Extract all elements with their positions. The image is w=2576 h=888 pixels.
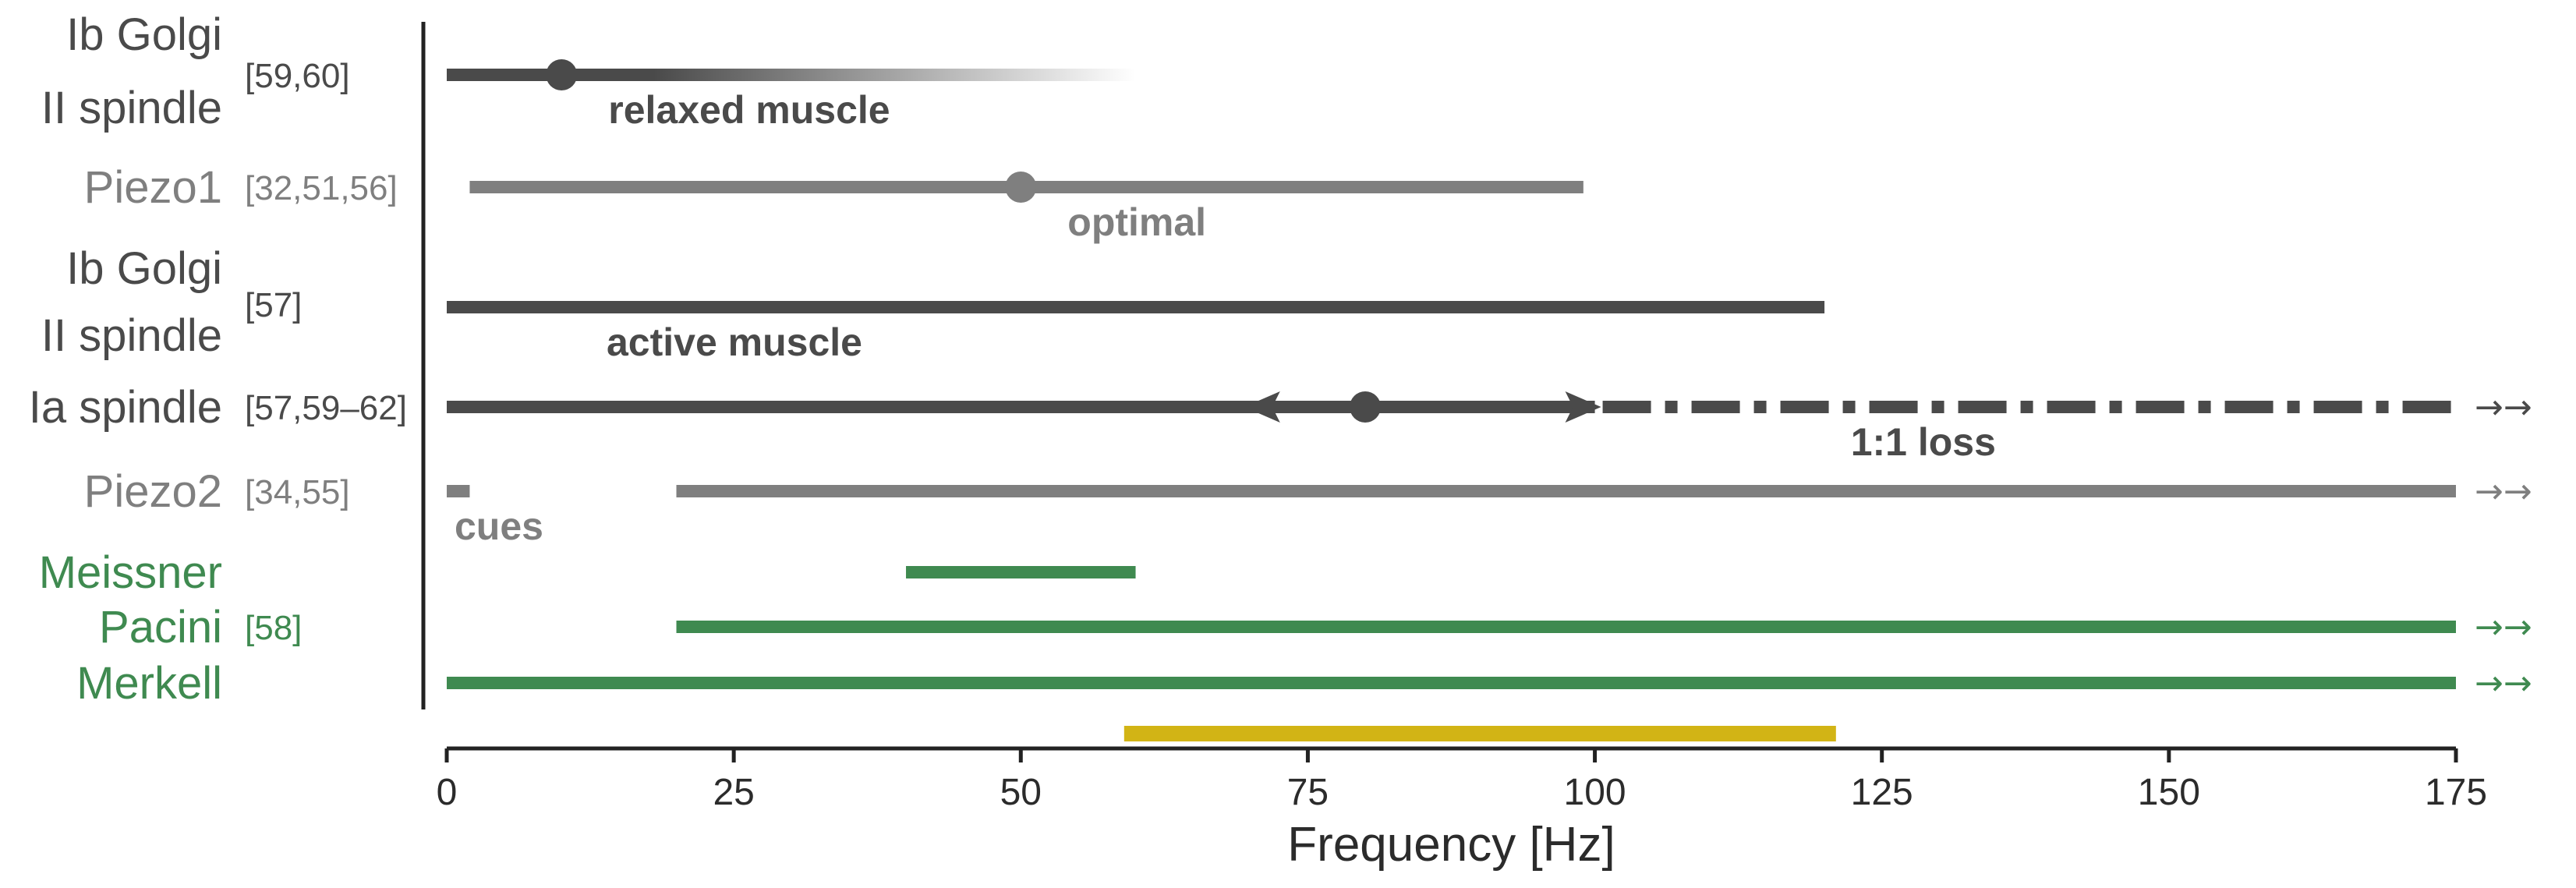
continuation-arrows: →→ <box>2475 607 2532 647</box>
marks-layer: →→ →→ →→ →→ <box>447 59 2532 741</box>
range-bar <box>447 301 1825 313</box>
row-label: Meissner <box>39 547 222 598</box>
row-label: Piezo2 <box>84 466 222 517</box>
x-tick-label: 125 <box>1851 772 1913 813</box>
labels-layer: Ib Golgi II spindle [59,60] relaxed muscleP… <box>29 9 1996 709</box>
range-bar-dash <box>1753 401 1767 413</box>
annotation-note: 1:1 loss <box>1851 420 1996 464</box>
highlight-band <box>1123 726 1836 741</box>
row-label: II spindle <box>41 83 222 133</box>
range-bar-dash <box>2376 401 2389 413</box>
row-reference: [32,51,56] <box>245 169 398 207</box>
x-tick-label: 175 <box>2425 772 2487 813</box>
range-bar-dash <box>2198 401 2211 413</box>
row-reference: [34,55] <box>245 473 350 511</box>
range-bar-dash <box>1602 401 1651 413</box>
row-reference: [59,60] <box>245 57 350 95</box>
x-tick-label: 25 <box>713 772 754 813</box>
x-tick-label: 50 <box>1000 772 1042 813</box>
range-bar-dash <box>2109 401 2122 413</box>
row-reference: [57] <box>245 286 302 324</box>
point-marker <box>1005 172 1037 203</box>
range-bar-dash <box>2402 401 2451 413</box>
range-bar-dash <box>1931 401 1944 413</box>
x-tick-label: 150 <box>2138 772 2200 813</box>
x-axis-title: Frequency [Hz] <box>1287 818 1615 872</box>
range-bar <box>676 485 2457 497</box>
range-bar-fading <box>447 69 1136 81</box>
row-label: Piezo1 <box>84 162 222 213</box>
range-bar-dash <box>2313 401 2362 413</box>
row-label: Ib Golgi <box>66 243 222 294</box>
annotation-note: active muscle <box>607 320 862 364</box>
continuation-arrows: →→ <box>2475 472 2532 511</box>
x-tick-label: 0 <box>437 772 458 813</box>
x-tick-label: 75 <box>1287 772 1329 813</box>
row-label: Pacini <box>99 602 222 653</box>
range-bar <box>447 485 470 497</box>
range-bar <box>906 566 1136 578</box>
continuation-arrows: →→ <box>2475 663 2532 703</box>
row-label: II spindle <box>41 310 222 361</box>
row-reference: [57,59–62] <box>245 389 407 427</box>
range-bar-dash <box>2047 401 2096 413</box>
arrow-left-head <box>1244 391 1280 423</box>
range-bar <box>447 677 2456 689</box>
range-bar-dash <box>2135 401 2185 413</box>
range-bar-dash <box>1958 401 2007 413</box>
row-label: Ib Golgi <box>66 9 222 60</box>
annotation-note: cues <box>455 504 543 548</box>
x-tick-label: 100 <box>1564 772 1626 813</box>
range-bar-dash <box>1665 401 1678 413</box>
range-bar-dash <box>1869 401 1918 413</box>
range-bar-dash <box>1842 401 1856 413</box>
range-bar <box>447 401 1595 413</box>
row-label: Ia spindle <box>29 382 222 433</box>
annotation-note: relaxed muscle <box>608 88 890 132</box>
continuation-arrows: →→ <box>2475 387 2532 427</box>
annotation-note: optimal <box>1067 200 1206 244</box>
point-marker <box>546 59 578 90</box>
range-bar-dash <box>2224 401 2273 413</box>
range-bar-dash <box>2287 401 2300 413</box>
arrow-right-head <box>1565 391 1601 423</box>
point-marker <box>1350 391 1382 423</box>
row-reference: [58] <box>245 609 302 647</box>
range-bar-dash <box>1780 401 1829 413</box>
range-bar <box>676 621 2457 633</box>
range-bar-dash <box>2020 401 2033 413</box>
row-label: Merkell <box>76 658 222 709</box>
range-bar-dash <box>1691 401 1740 413</box>
